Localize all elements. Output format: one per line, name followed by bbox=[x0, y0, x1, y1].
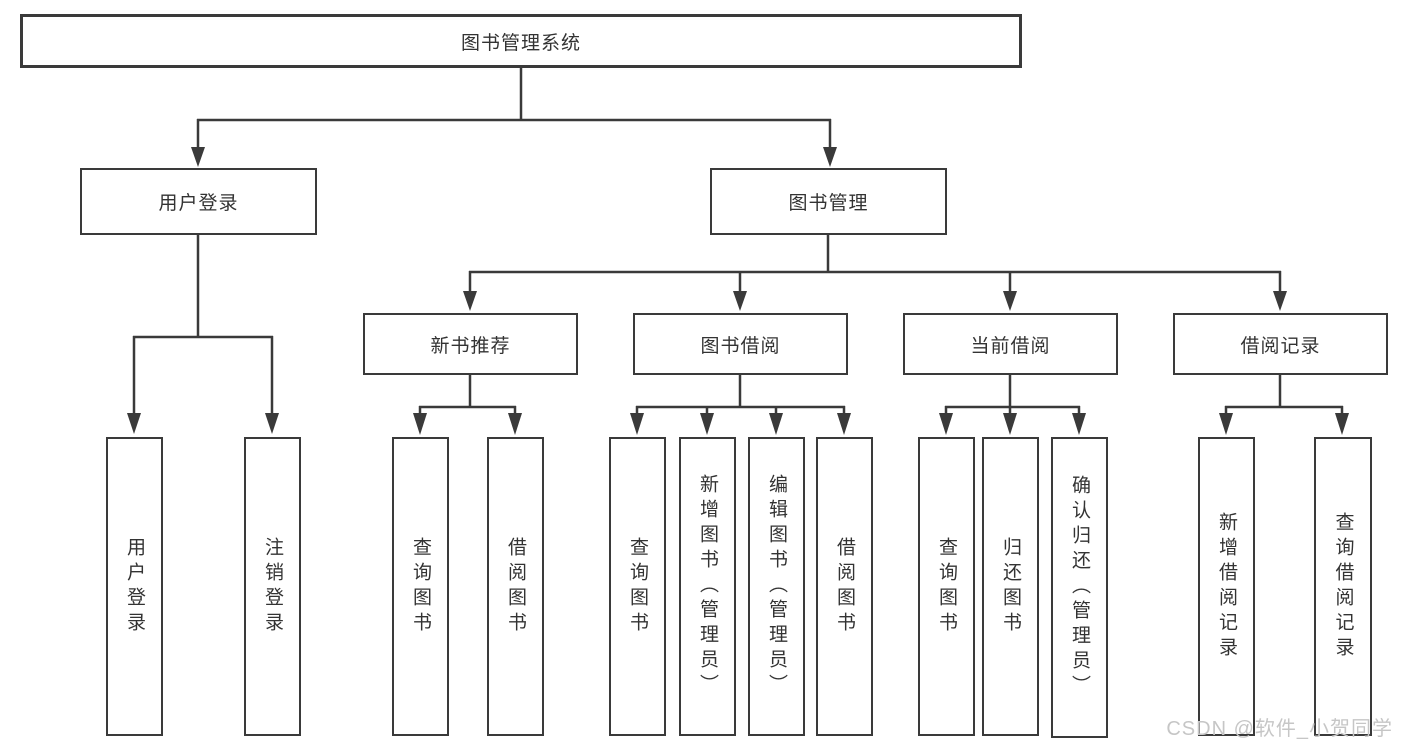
leaf-query-books-1: 查询图书 bbox=[392, 437, 449, 736]
leaf-label: 用户登录 bbox=[124, 536, 145, 637]
node-label: 当前借阅 bbox=[970, 335, 1051, 357]
leaf-label: 查询图书 bbox=[627, 536, 648, 637]
leaf-label: 查询图书 bbox=[936, 536, 957, 637]
leaf-query-borrow-record: 查询借阅记录 bbox=[1314, 437, 1372, 736]
leaf-label: 归还图书 bbox=[1000, 536, 1021, 637]
node-borrow-records: 借阅记录 bbox=[1173, 313, 1388, 375]
leaf-borrow-books-2: 借阅图书 bbox=[816, 437, 873, 736]
node-new-book-recommend: 新书推荐 bbox=[363, 313, 578, 375]
leaf-label: 注销登录 bbox=[262, 536, 283, 637]
leaf-user-login: 用户登录 bbox=[106, 437, 163, 736]
leaf-label: 查询图书 bbox=[410, 536, 431, 637]
node-label: 新书推荐 bbox=[430, 335, 511, 357]
node-label: 图书管理 bbox=[788, 193, 869, 214]
watermark: CSDN @软件_小贺同学 bbox=[1166, 718, 1393, 740]
leaf-label: 查询借阅记录 bbox=[1332, 511, 1354, 662]
leaf-add-borrow-record: 新增借阅记录 bbox=[1198, 437, 1255, 736]
leaf-edit-book-admin: 编辑图书（管理员） bbox=[748, 437, 805, 736]
leaf-logout: 注销登录 bbox=[244, 437, 301, 736]
leaf-borrow-books-1: 借阅图书 bbox=[487, 437, 544, 736]
node-user-login-branch: 用户登录 bbox=[80, 168, 317, 235]
leaf-label: 确认归还（管理员） bbox=[1069, 475, 1090, 700]
leaf-add-book-admin: 新增图书（管理员） bbox=[679, 437, 736, 736]
leaf-label: 新增图书（管理员） bbox=[697, 474, 718, 699]
leaf-label: 新增借阅记录 bbox=[1216, 511, 1237, 662]
node-book-management-branch: 图书管理 bbox=[710, 168, 947, 235]
leaf-query-books-3: 查询图书 bbox=[918, 437, 975, 736]
node-current-borrow: 当前借阅 bbox=[903, 313, 1118, 375]
leaf-label: 借阅图书 bbox=[834, 536, 855, 637]
node-label: 图书借阅 bbox=[700, 335, 781, 357]
node-label: 借阅记录 bbox=[1240, 335, 1321, 357]
leaf-confirm-return-admin: 确认归还（管理员） bbox=[1051, 437, 1108, 738]
leaf-query-books-2: 查询图书 bbox=[609, 437, 666, 736]
leaf-label: 借阅图书 bbox=[505, 536, 526, 637]
node-book-borrow: 图书借阅 bbox=[633, 313, 848, 375]
node-label: 图书管理系统 bbox=[460, 32, 581, 54]
node-label: 用户登录 bbox=[158, 193, 239, 214]
leaf-return-book: 归还图书 bbox=[982, 437, 1039, 736]
leaf-label: 编辑图书（管理员） bbox=[766, 474, 787, 699]
node-root: 图书管理系统 bbox=[20, 14, 1022, 68]
